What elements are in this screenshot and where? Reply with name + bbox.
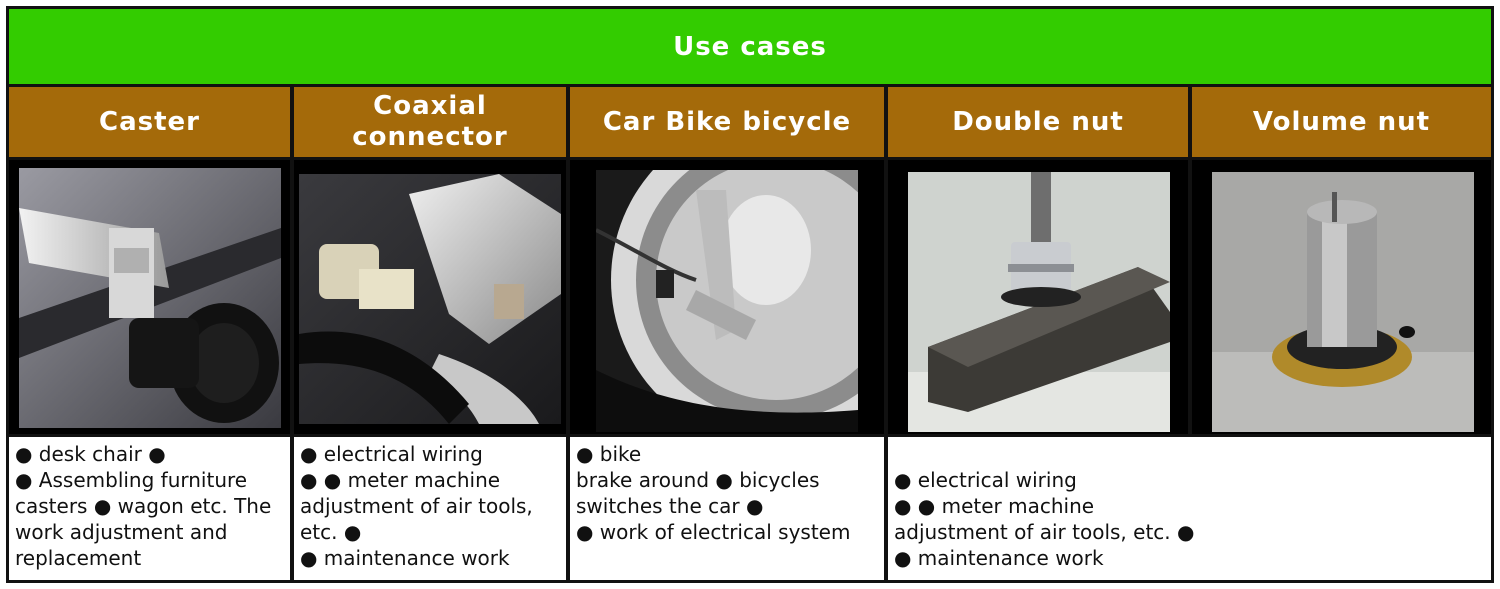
header-car-bike-bicycle: Car Bike bicycle (570, 87, 884, 157)
image-cell-volume-nut (1192, 160, 1491, 434)
image-cell-car-bike-bicycle (570, 160, 884, 434)
double-nut-photo (908, 172, 1170, 432)
caster-wrench-photo (19, 168, 281, 428)
use-cases-table: Use cases Caster Coaxial connector Car B… (6, 6, 1494, 583)
image-cell-double-nut (888, 160, 1188, 434)
table-title: Use cases (9, 9, 1491, 84)
description-caster: ● desk chair ● ● Assembling furniture ca… (9, 437, 290, 580)
bicycle-brake-photo (596, 170, 858, 432)
image-cell-coaxial-connector (294, 160, 566, 434)
coaxial-wrench-photo (299, 174, 561, 424)
description-car-bike-bicycle: ● bike brake around ● bicycles switches … (570, 437, 884, 580)
description-coaxial-connector: ● electrical wiring ● ● meter machine ad… (294, 437, 566, 580)
header-double-nut: Double nut (888, 87, 1188, 157)
volume-nut-photo (1212, 172, 1474, 432)
header-caster: Caster (9, 87, 290, 157)
image-cell-caster (9, 160, 290, 434)
header-coaxial-connector: Coaxial connector (294, 87, 566, 157)
header-volume-nut: Volume nut (1192, 87, 1491, 157)
description-double-nut: ● electrical wiring ● ● meter machine ad… (888, 437, 1491, 580)
